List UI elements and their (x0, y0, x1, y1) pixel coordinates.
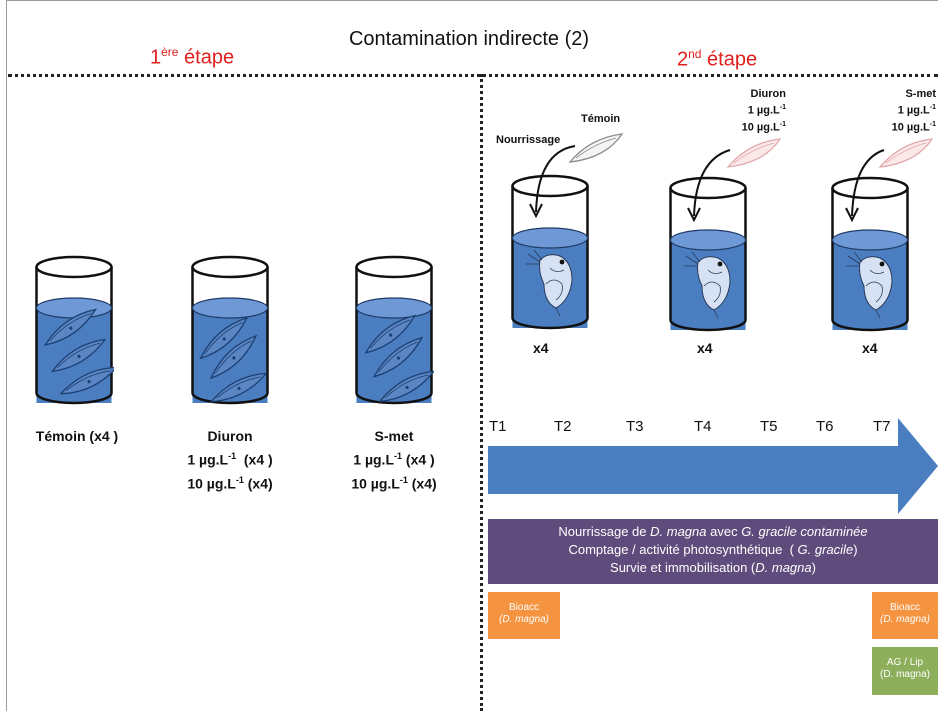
step-1-ordinal: ère (161, 45, 179, 59)
diuron-dose-2-exp: -1 (235, 474, 244, 485)
horizontal-divider (8, 74, 938, 77)
tick-t4: T4 (694, 418, 712, 435)
smet-dose-1-value: 1 µg.L (353, 451, 395, 468)
activity-feeding: Nourrissage de D. magna avec G. gracile … (488, 523, 938, 541)
diuron-dose-2-rep: (x4) (243, 475, 273, 492)
diuron-step2-dose1-exp: -1 (779, 104, 786, 111)
label-smet-step1: S-met 1 µg.L-1 (x4 ) 10 µg.L-1 (x4) (324, 426, 464, 493)
diuron-step2-dose2-value: 10 µg.L (741, 121, 780, 134)
diagram-frame (6, 0, 938, 711)
algae-cell-temoin (568, 133, 624, 163)
aglip-box: AG / Lip (D. magna) (872, 647, 938, 695)
label-diuron-step1: Diuron 1 µg.L-1 (x4 ) 10 µg.L-1 (x4) (160, 426, 300, 493)
smet-dose-2-exp: -1 (399, 474, 408, 485)
step-2-heading: 2nd étape (677, 47, 757, 72)
diuron-step2-name: Diuron (750, 88, 786, 100)
beaker-temoin-step1 (35, 255, 114, 405)
aglip-species: (D. magna) (879, 669, 930, 680)
smet-step2-dose2-value: 10 µg.L (891, 121, 930, 134)
tick-t7: T7 (873, 418, 891, 435)
diagram-title: Contamination indirecte (2) (348, 28, 590, 50)
activity-survival-a: Survie et immobilisation ( (610, 560, 756, 575)
feeding-arrow-smet (845, 149, 885, 223)
step-2-number: 2 (677, 48, 689, 71)
step-1-number: 1 (150, 46, 162, 69)
activity-feeding-d: G. gracile contaminée (741, 524, 868, 539)
label-temoin-step1: Témoin (x4 ) (35, 428, 119, 444)
activity-counting: Comptage / activité photosynthétique ( G… (488, 541, 938, 559)
activity-counting-b: G. gracile (797, 542, 854, 557)
tick-t2: T2 (554, 418, 572, 435)
step-2-text: étape (701, 48, 758, 71)
smet-step2-name: S-met (905, 88, 936, 100)
smet-dose-2: 10 µg.L-1 (x4) (324, 470, 464, 494)
feeding-arrow-temoin (529, 145, 576, 219)
smet-step2-dose1: 1 µg.L-1 (876, 101, 936, 118)
smet-dose-2-value: 10 µg.L (351, 475, 400, 492)
label-diuron-step2: Diuron 1 µg.L-1 10 µg.L-1 (724, 87, 786, 134)
diuron-step2-dose2: 10 µg.L-1 (724, 118, 786, 135)
step-1-text: étape (178, 46, 235, 69)
aglip-label: AG / Lip (886, 657, 924, 668)
activity-feeding-a: Nourrissage de (558, 524, 651, 539)
smet-name: S-met (374, 428, 414, 444)
step-1-heading: 1ère étape (150, 45, 234, 70)
beaker-diuron-step2 (669, 176, 747, 332)
step-2-ordinal: nd (688, 47, 702, 61)
smet-step2-dose2-exp: -1 (929, 120, 936, 128)
rep-label-smet: x4 (862, 340, 878, 356)
diuron-dose-1-rep: (x4 ) (236, 451, 273, 468)
diuron-step2-dose2-exp: -1 (779, 120, 786, 128)
algae-cell-diuron (726, 138, 782, 168)
activities-box: Nourrissage de D. magna avec G. gracile … (488, 519, 938, 584)
tick-t3: T3 (626, 418, 644, 435)
diuron-dose-1-value: 1 µg.L (187, 451, 229, 468)
smet-dose-1-exp: -1 (394, 451, 403, 461)
activity-counting-c: ) (853, 542, 858, 557)
activity-survival-c: ) (811, 560, 816, 575)
feeding-arrow-diuron (687, 149, 731, 223)
vertical-divider (480, 74, 483, 711)
smet-step2-dose1-exp: -1 (929, 104, 936, 111)
smet-step2-dose1-value: 1 µg.L (897, 104, 930, 117)
smet-dose-2-rep: (x4) (407, 475, 437, 492)
bioacc-end-species: (D. magna) (879, 614, 930, 625)
diuron-dose-2-value: 10 µg.L (187, 475, 236, 492)
activity-feeding-c: avec (706, 524, 742, 539)
diuron-dose-1: 1 µg.L-1 (x4 ) (160, 446, 300, 470)
smet-step2-dose2: 10 µg.L-1 (876, 118, 936, 135)
rep-label-diuron: x4 (697, 340, 713, 356)
bioacc-end-label: Bioacc (889, 602, 920, 613)
beaker-smet-step1 (355, 255, 434, 405)
bioacc-box-end: Bioacc (D. magna) (872, 592, 938, 639)
diuron-dose-2: 10 µg.L-1 (x4) (160, 470, 300, 494)
label-temoin-step2: Témoin (581, 113, 621, 125)
rep-label-temoin: x4 (533, 340, 549, 356)
activity-counting-a: Comptage / activité photosynthétique ( (568, 542, 798, 557)
bioacc-box-start: Bioacc (D. magna) (488, 592, 560, 639)
algae-cell-smet (878, 138, 934, 168)
diuron-step2-dose1: 1 µg.L-1 (724, 101, 786, 118)
timeline-arrow (488, 418, 938, 514)
label-smet-step2: S-met 1 µg.L-1 10 µg.L-1 (876, 87, 936, 134)
tick-t6: T6 (816, 418, 834, 435)
diuron-step2-dose1-value: 1 µg.L (747, 104, 780, 117)
activity-survival-b: D. magna (755, 560, 812, 575)
tick-t1: T1 (489, 418, 507, 435)
beaker-smet-step2 (831, 176, 909, 332)
smet-dose-1: 1 µg.L-1 (x4 ) (324, 446, 464, 470)
activity-survival: Survie et immobilisation (D. magna) (488, 559, 938, 577)
bioacc-start-label: Bioacc (508, 602, 539, 613)
bioacc-start-species: (D. magna) (498, 614, 549, 625)
beaker-diuron-step1 (191, 255, 270, 405)
label-nourrissage: Nourrissage (496, 134, 561, 146)
tick-t5: T5 (760, 418, 778, 435)
beaker-temoin-step2 (511, 174, 589, 330)
diuron-dose-1-exp: -1 (228, 451, 237, 461)
smet-dose-1-rep: (x4 ) (402, 451, 435, 468)
activity-feeding-b: D. magna (650, 524, 707, 539)
diuron-name: Diuron (207, 428, 253, 444)
